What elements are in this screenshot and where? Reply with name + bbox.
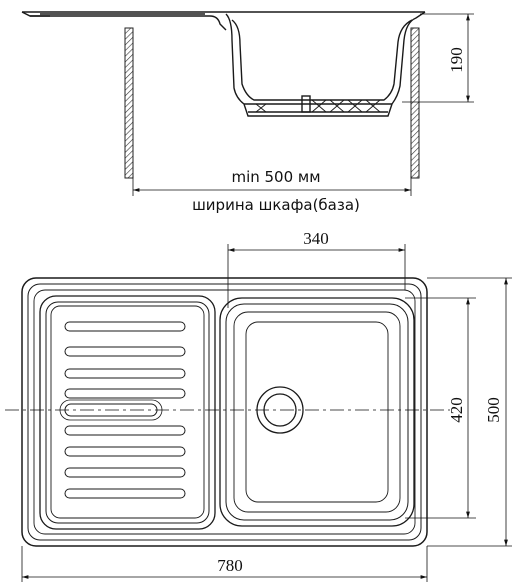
sink-bowl <box>219 297 415 527</box>
overall-length-dimension: 500 <box>427 277 512 547</box>
drainboard <box>39 295 216 530</box>
min-width-label: min 500 мм <box>231 168 320 186</box>
overall-width-dimension: 780 <box>21 546 428 582</box>
cabinet-width-label: ширина шкафа(база) <box>192 196 360 214</box>
depth-dimension: 190 <box>402 13 474 103</box>
bowl-width-dimension: 340 <box>227 229 406 308</box>
sink-profile <box>21 11 426 117</box>
cabinet-wall-left <box>124 27 134 179</box>
bowl-length-label: 420 <box>447 397 466 423</box>
sink-outline <box>21 277 428 547</box>
side-view: 190 min 500 мм ширина шкафа(база) <box>21 11 474 214</box>
top-view: 340 <box>5 229 512 582</box>
overall-length-label: 500 <box>484 397 503 423</box>
bowl-width-label: 340 <box>303 229 329 248</box>
bowl-length-dimension: 420 <box>405 297 476 519</box>
depth-label: 190 <box>447 47 466 73</box>
min-width-dimension: min 500 мм ширина шкафа(база) <box>132 168 412 214</box>
cabinet-wall-right <box>410 27 420 179</box>
overall-width-label: 780 <box>217 556 243 575</box>
